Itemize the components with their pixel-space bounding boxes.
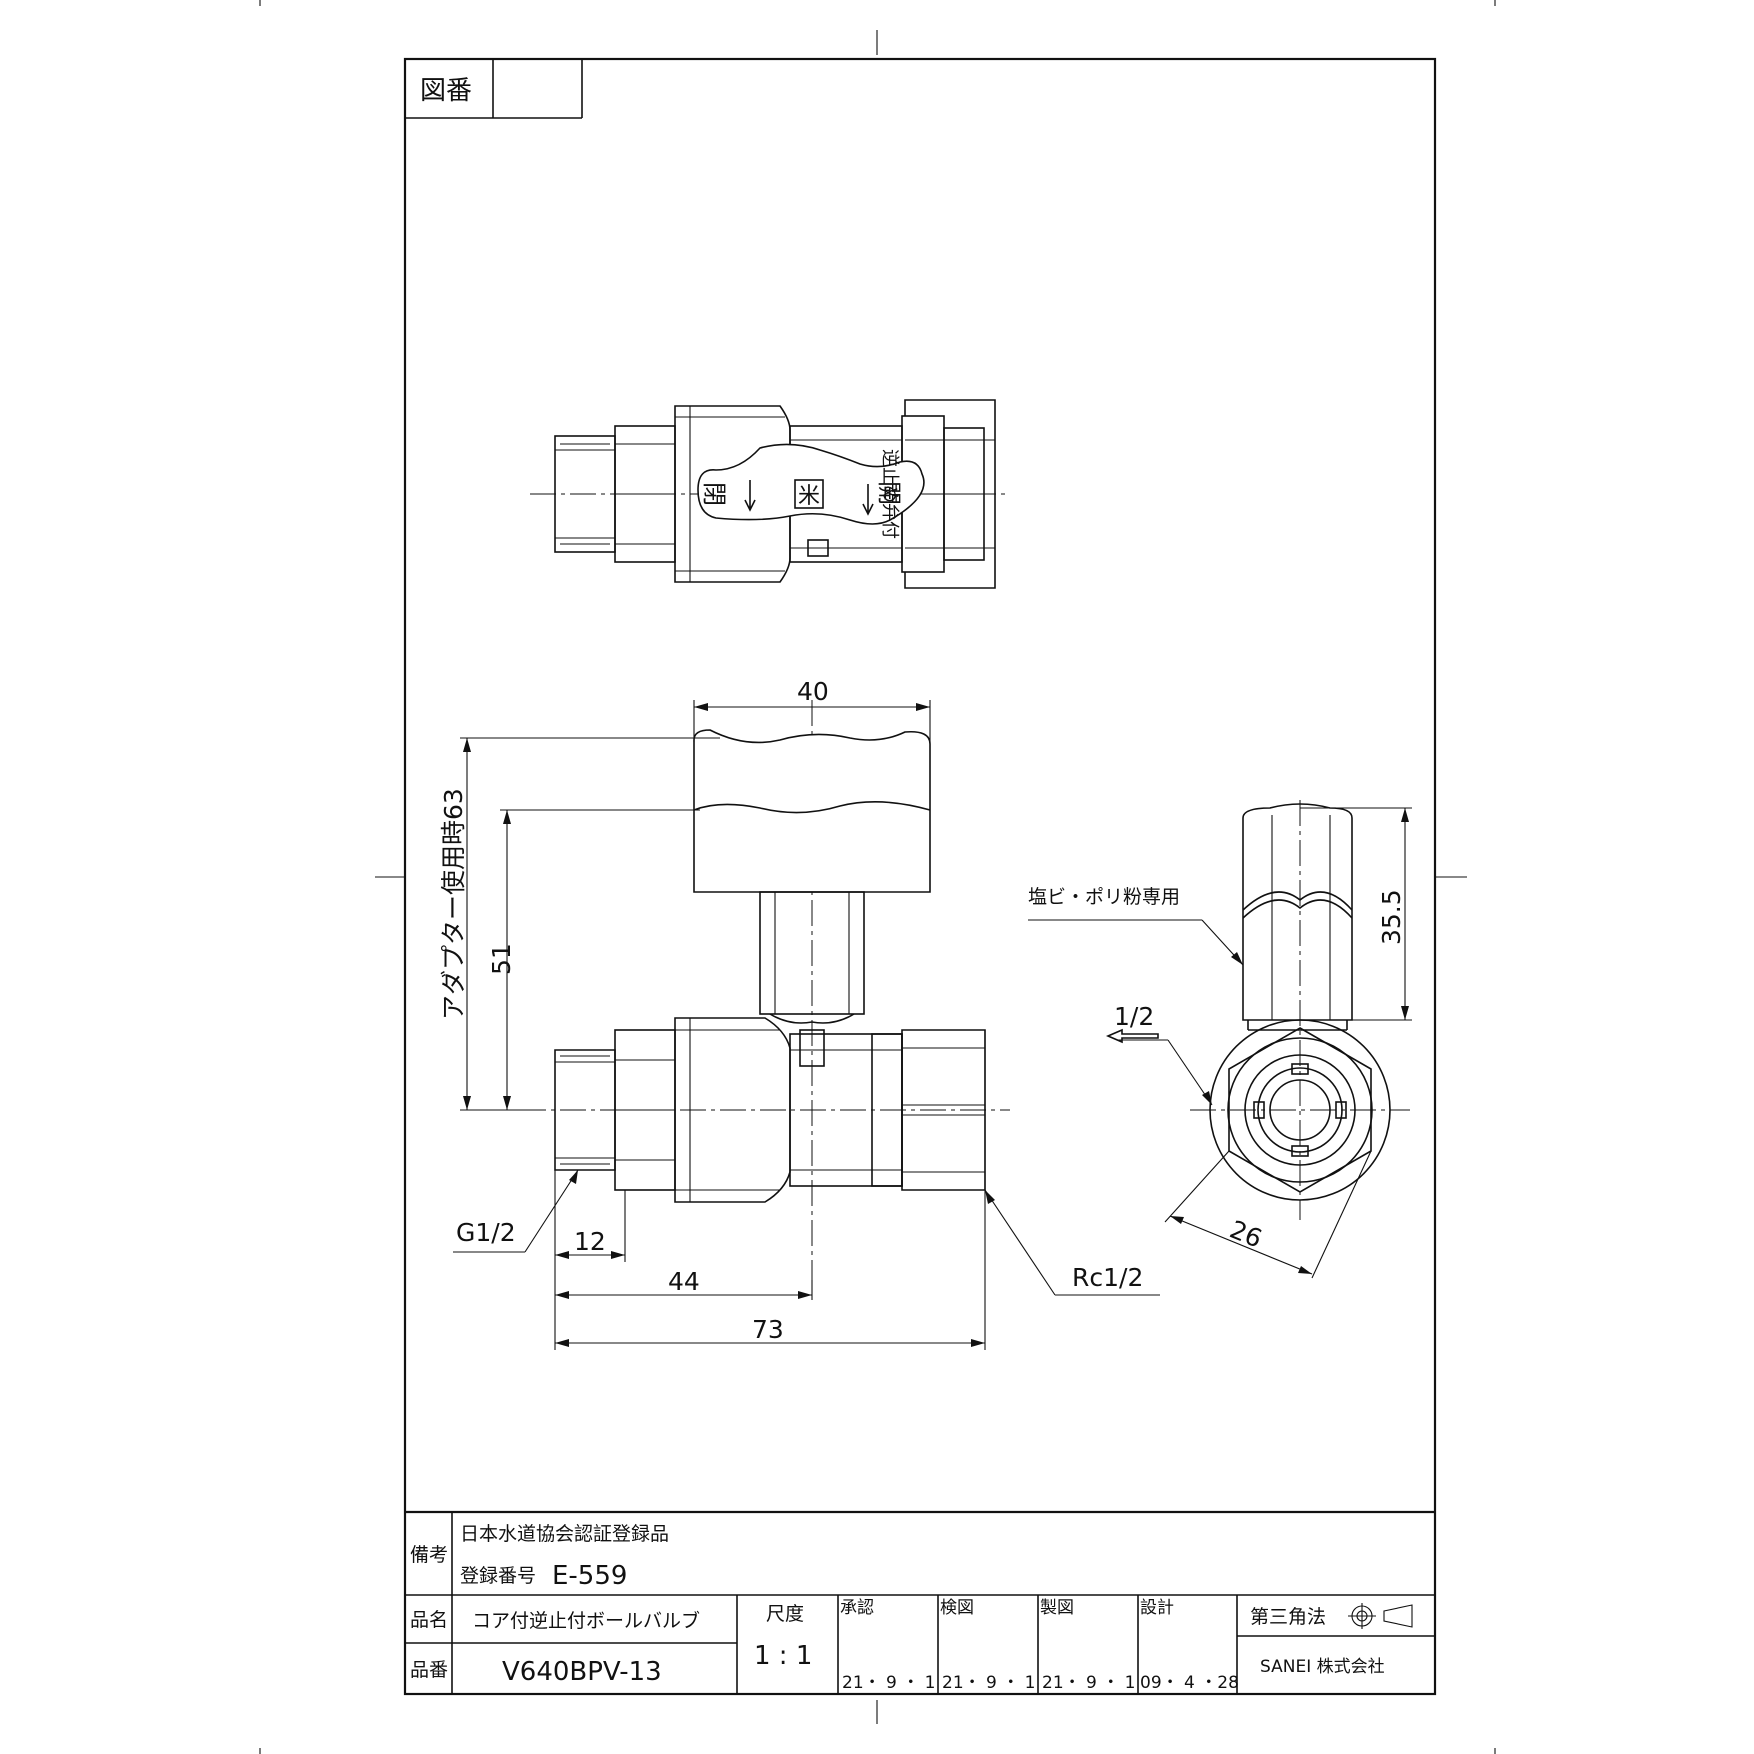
- trim-marks: [259, 0, 1496, 1754]
- approval-date-1: 21・ 9 ・ 1: [942, 1673, 1035, 1693]
- approval-label-3: 設計: [1140, 1598, 1174, 1618]
- label-flow-size: 1/2: [1114, 1002, 1154, 1031]
- label-thread-male: G1/2: [456, 1218, 516, 1247]
- notes-line1: 日本水道協会認証登録品: [460, 1523, 669, 1545]
- drawing-number-label: 図番: [420, 76, 472, 106]
- product-number-label: 品番: [410, 1659, 448, 1681]
- approval-date-3: 09・ 4 ・28: [1140, 1673, 1239, 1693]
- notes-line2-value: E-559: [552, 1561, 627, 1591]
- dim-center-length: 44: [668, 1267, 700, 1296]
- approval-label-2: 製図: [1040, 1598, 1074, 1618]
- top-view: 米 閉 逆止め弁付 開: [530, 399, 1010, 589]
- front-view: [480, 700, 1010, 1300]
- approval-label-0: 承認: [840, 1598, 874, 1618]
- front-dimensions: 40 アダプター使用時63 51 12 44 73 G1/2 Rc1/2: [439, 677, 1160, 1350]
- dim-stem-height: 51: [487, 943, 516, 975]
- side-view: [1190, 800, 1410, 1220]
- handle-check-label: 逆止め弁付: [879, 449, 900, 539]
- approval-date-2: 21・ 9 ・ 1: [1042, 1673, 1135, 1693]
- company-name: SANEI 株式会社: [1260, 1657, 1385, 1677]
- dim-adapter-height: アダプター使用時63: [439, 788, 468, 1020]
- approval-label-1: 検図: [940, 1598, 974, 1618]
- dim-side-height: 35.5: [1377, 889, 1406, 945]
- label-thread-female: Rc1/2: [1072, 1263, 1143, 1292]
- approval-date-0: 21・ 9 ・ 1: [842, 1673, 935, 1693]
- label-pvc-note: 塩ビ・ポリ粉専用: [1028, 886, 1180, 908]
- third-angle-symbol-icon: [1348, 1603, 1413, 1629]
- handle-open-label: 開: [875, 481, 903, 505]
- product-name-value: コア付逆止付ボールバルブ: [472, 1609, 700, 1632]
- drawing-number-box: 図番: [405, 59, 583, 119]
- title-block: 備考 日本水道協会認証登録品 登録番号 E-559 品名 コア付逆止付ボールバル…: [405, 1510, 1435, 1694]
- drawing-frame: [403, 57, 1437, 1696]
- handle-close-label: 閉: [700, 482, 728, 506]
- projection-label: 第三角法: [1250, 1606, 1326, 1628]
- dim-total-length: 73: [752, 1315, 784, 1344]
- scale-label: 尺度: [766, 1603, 804, 1625]
- product-name-label: 品名: [410, 1609, 448, 1631]
- side-dimensions: 35.5 塩ビ・ポリ粉専用 1/2 26: [1028, 807, 1412, 1279]
- dim-handle-width: 40: [797, 677, 829, 706]
- dim-hex-across: 26: [1226, 1215, 1266, 1254]
- notes-line2-label: 登録番号: [460, 1565, 536, 1587]
- handle-mark: 米: [798, 484, 820, 509]
- notes-label: 備考: [410, 1544, 448, 1566]
- scale-value: 1 : 1: [754, 1641, 812, 1671]
- dim-thread-length: 12: [574, 1227, 606, 1256]
- product-number-value: V640BPV-13: [502, 1657, 662, 1687]
